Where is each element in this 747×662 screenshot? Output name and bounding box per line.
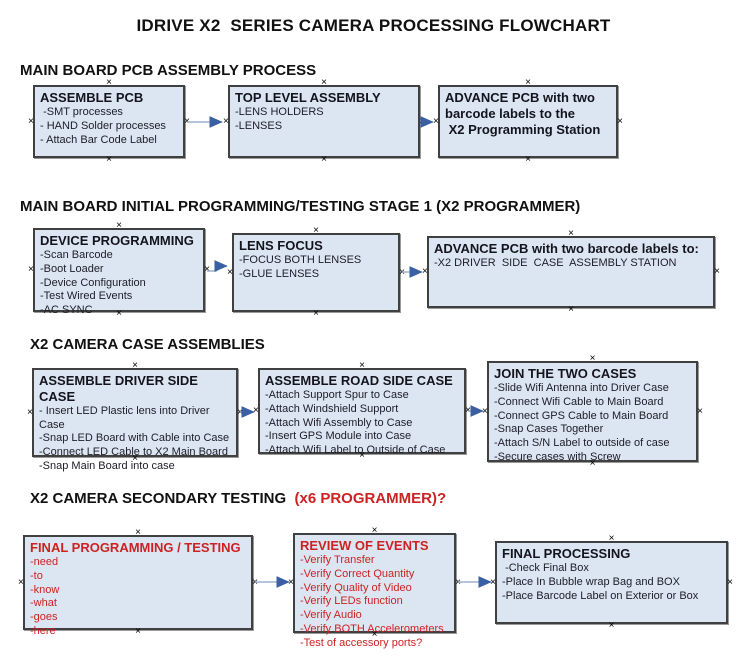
- box-title: ADVANCE PCB with two barcode labels to:: [434, 241, 699, 256]
- box-title: JOIN THE TWO CASES: [494, 366, 637, 381]
- anchor-x-icon: ×: [135, 527, 141, 538]
- anchor-x-icon: ×: [227, 266, 233, 278]
- anchor-x-icon: ×: [714, 266, 720, 277]
- box-title: FINAL PROGRAMMING / TESTING: [30, 540, 241, 555]
- anchor-x-icon: ×: [313, 225, 319, 236]
- anchor-x-icon: ×: [422, 266, 428, 277]
- flow-box-assemble-driver-side-case: ASSEMBLE DRIVER SIDE CASE - Insert LED P…: [27, 361, 243, 473]
- anchor-x-icon: ×: [568, 304, 574, 315]
- flow-box-device-programming: DEVICE PROGRAMMING -Scan Barcode -Boot L…: [28, 221, 210, 319]
- box-title: ASSEMBLE DRIVER SIDE CASE: [39, 373, 202, 404]
- anchor-x-icon: ×: [321, 154, 327, 165]
- box-items: -need -to -know -what -goes -here: [30, 555, 60, 638]
- flow-box-final-processing: FINAL PROCESSING -Check Final Box -Place…: [490, 534, 733, 631]
- anchor-x-icon: ×: [28, 115, 34, 127]
- anchor-x-icon: ×: [482, 405, 488, 417]
- anchor-x-icon: ×: [465, 405, 471, 416]
- anchor-x-icon: ×: [455, 577, 461, 588]
- anchor-x-icon: ×: [313, 308, 319, 319]
- anchor-x-icon: ×: [252, 576, 258, 588]
- anchor-x-icon: ×: [132, 360, 138, 371]
- anchor-x-icon: ×: [608, 533, 615, 544]
- section-3-header-text: X2 CAMERA CASE ASSEMBLIES: [30, 336, 265, 353]
- box-items: -X2 DRIVER SIDE CASE ASSEMBLY STATION: [434, 256, 677, 269]
- anchor-x-icon: ×: [223, 115, 229, 127]
- box-title: ADVANCE PCB with two barcode labels to t…: [445, 90, 601, 137]
- anchor-x-icon: ×: [288, 577, 294, 588]
- anchor-x-icon: ×: [525, 77, 531, 88]
- box-items: - Insert LED Plastic lens into Driver Ca…: [39, 404, 230, 473]
- anchor-x-icon: ×: [106, 154, 112, 165]
- anchor-x-icon: ×: [589, 353, 596, 364]
- flow-box-assemble-pcb: ASSEMBLE PCB -SMT processes - HAND Solde…: [28, 78, 190, 165]
- box-title: ASSEMBLE ROAD SIDE CASE: [265, 373, 453, 388]
- box-items: -Verify Transfer -Verify Correct Quantit…: [300, 553, 444, 650]
- anchor-x-icon: ×: [359, 360, 365, 371]
- anchor-x-icon: ×: [490, 576, 496, 588]
- flow-box-join-the-two-cases: JOIN THE TWO CASES -Slide Wifi Antenna i…: [482, 354, 703, 469]
- box-items: -LENS HOLDERS -LENSES: [235, 105, 324, 132]
- anchor-x-icon: ×: [617, 115, 623, 127]
- section-4-header-text: X2 CAMERA SECONDARY TESTING: [30, 490, 291, 507]
- anchor-x-icon: ×: [399, 266, 405, 278]
- anchor-x-icon: ×: [371, 525, 378, 536]
- anchor-x-icon: ×: [608, 620, 615, 631]
- anchor-x-icon: ×: [204, 264, 210, 275]
- flow-box-lens-focus: LENS FOCUS -FOCUS BOTH LENSES -GLUE LENS…: [227, 226, 405, 319]
- anchor-x-icon: ×: [237, 406, 243, 418]
- box-items: -FOCUS BOTH LENSES -GLUE LENSES: [239, 253, 362, 280]
- flowchart-title: IDRIVE X2 SERIES CAMERA PROCESSING FLOWC…: [136, 16, 611, 35]
- section-1-header-text: MAIN BOARD PCB ASSEMBLY PROCESS: [20, 62, 317, 79]
- anchor-x-icon: ×: [27, 406, 33, 418]
- box-items: -Check Final Box -Place In Bubble wrap B…: [502, 561, 699, 602]
- anchor-x-icon: ×: [568, 228, 574, 239]
- anchor-x-icon: ×: [419, 115, 425, 127]
- section-2-header-text: MAIN BOARD INITIAL PROGRAMMING/TESTING S…: [20, 198, 581, 215]
- flow-box-top-level-assembly: TOP LEVEL ASSEMBLY -LENS HOLDERS -LENSES…: [223, 78, 425, 165]
- section-4-header: X2 CAMERA SECONDARY TESTING (x6 PROGRAMM…: [30, 490, 446, 507]
- anchor-x-icon: ×: [727, 576, 733, 588]
- section-2-header: MAIN BOARD INITIAL PROGRAMMING/TESTING S…: [20, 198, 580, 215]
- anchor-x-icon: ×: [253, 405, 259, 416]
- flow-box-assemble-road-side-case: ASSEMBLE ROAD SIDE CASE -Attach Support …: [253, 361, 471, 461]
- box-title: TOP LEVEL ASSEMBLY: [235, 90, 381, 105]
- box-items: -SMT processes - HAND Solder processes -…: [40, 105, 166, 146]
- section-1-header: MAIN BOARD PCB ASSEMBLY PROCESS: [20, 62, 316, 79]
- anchor-x-icon: ×: [184, 115, 190, 127]
- box-title: DEVICE PROGRAMMING: [40, 233, 194, 248]
- anchor-x-icon: ×: [28, 264, 34, 275]
- box-items: -Scan Barcode -Boot Loader -Device Confi…: [40, 248, 146, 317]
- anchor-x-icon: ×: [18, 576, 24, 588]
- anchor-x-icon: ×: [697, 405, 703, 417]
- anchor-x-icon: ×: [116, 220, 122, 231]
- box-items: -Attach Support Spur to Case -Attach Win…: [265, 388, 446, 457]
- section-4-header-red: (x6 PROGRAMMER)?: [290, 490, 447, 507]
- flow-box-advance-pcb-programming-station: ADVANCE PCB with two barcode labels to t…: [433, 78, 623, 165]
- box-title: REVIEW OF EVENTS: [300, 538, 429, 553]
- flow-box-advance-pcb-driver-side: ADVANCE PCB with two barcode labels to: …: [422, 229, 720, 315]
- anchor-x-icon: ×: [106, 77, 112, 88]
- flow-box-final-programming-testing: FINAL PROGRAMMING / TESTING -need -to -k…: [18, 528, 258, 638]
- anchor-x-icon: ×: [433, 115, 439, 127]
- anchor-x-icon: ×: [525, 154, 531, 165]
- box-title: FINAL PROCESSING: [502, 546, 631, 561]
- box-title: ASSEMBLE PCB: [40, 90, 144, 105]
- section-3-header: X2 CAMERA CASE ASSEMBLIES: [30, 336, 265, 353]
- connector-arrow-s2-1: [207, 260, 228, 272]
- flow-box-review-of-events: REVIEW OF EVENTS -Verify Transfer -Verif…: [288, 526, 461, 650]
- box-items: -Slide Wifi Antenna into Driver Case -Co…: [494, 381, 670, 464]
- anchor-x-icon: ×: [321, 77, 327, 88]
- box-title: LENS FOCUS: [239, 238, 323, 253]
